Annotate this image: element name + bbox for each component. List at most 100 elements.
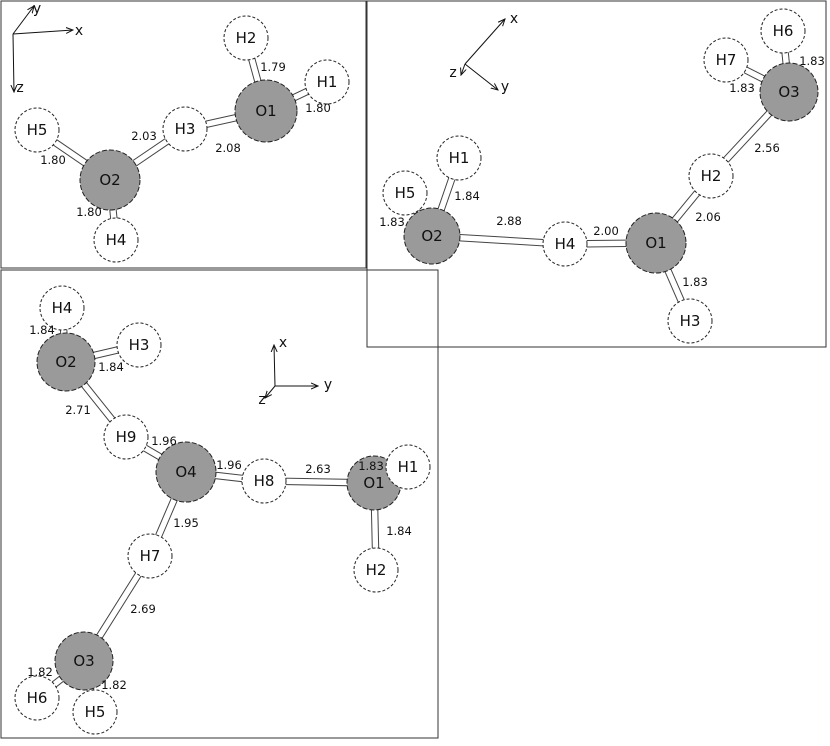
atom-label: H6 [27,689,48,707]
distance-label-o3-h6: 1.82 [27,665,53,679]
atom-label: H2 [701,167,722,185]
oxygen-sphere [403,207,461,265]
atom-label: H7 [140,547,161,565]
hydrogen-sphere [241,458,287,504]
panel-bottom-left-frame [0,269,439,739]
panel-right-frame [366,0,827,348]
hydrogen-sphere [14,675,60,721]
distance-label-o1-h2: 2.06 [695,210,721,224]
bond-o2-h4 [446,233,554,247]
hydrogen-sphere [542,221,588,267]
atom-label: H1 [398,458,419,476]
atom-o3: O3 [759,62,819,122]
bond-o2-h4-shape [446,233,554,247]
hydrogen-sphere [385,444,431,490]
atom-label: H3 [175,120,196,138]
axis-x-arrow [464,19,505,65]
atom-label: O1 [255,102,276,120]
atom-h5: H5 [14,107,60,153]
distance-label-o1-h3: 1.83 [682,275,708,289]
panel-top-left-axes: yxz [13,1,83,96]
atom-label: H4 [106,231,127,249]
axis-x-label: x [510,11,518,27]
atom-h7: H7 [127,533,173,579]
hydrogen-sphere [436,135,482,181]
hydrogen-sphere [93,217,139,263]
axis-x-arrow [12,30,73,35]
atom-label: O3 [73,652,94,670]
hydrogen-sphere [127,533,173,579]
distance-label-o4-h9: 1.96 [151,434,177,448]
atom-label: O1 [645,234,666,252]
hydrogen-sphere [72,689,118,735]
axis-y-arrow [12,6,34,35]
distance-label-o3-h5: 1.82 [101,678,127,692]
distance-label-o2-h5: 1.83 [379,215,405,229]
oxygen-sphere [155,441,217,503]
hydrogen-sphere [162,106,208,152]
atom-label: O2 [55,353,76,371]
atom-label: O2 [99,171,120,189]
atom-h3: H3 [667,298,713,344]
axis-z-label: z [258,392,265,408]
axis-y-label: y [33,1,41,17]
atom-label: H4 [52,299,73,317]
atom-h6: H6 [14,675,60,721]
atom-o3: O3 [54,631,114,691]
atom-label: H6 [773,22,794,40]
panel-top-left: yxzO1O2H1H2H3H4H51.791.802.082.031.801.8… [0,0,367,269]
atom-h6: H6 [760,8,806,54]
oxygen-sphere [625,212,687,274]
distance-label-o1-h2: 1.84 [386,524,412,538]
atom-h5: H5 [382,170,428,216]
axis-y-arrow [464,63,498,90]
axis-z-arrow [461,63,465,75]
axis-z-arrow [265,385,276,398]
atom-label: O2 [421,227,442,245]
atom-label: H2 [366,561,387,579]
atom-label: H1 [449,149,470,167]
atom-h4: H4 [93,217,139,263]
distance-label-o2-h5: 1.80 [40,153,66,167]
distance-label-o3-h7: 2.69 [130,602,156,616]
atom-o4: O4 [155,441,217,503]
atom-h4: H4 [39,285,85,331]
atom-h2: H2 [688,153,734,199]
hydrogen-sphere [353,547,399,593]
hydrogen-sphere [667,298,713,344]
distance-label-o1-h3: 2.08 [215,141,241,155]
axis-x-arrow [274,345,275,387]
panel-bottom-left-axes: xzy [258,335,332,408]
hydrogen-sphere [39,285,85,331]
atom-label: H4 [555,235,576,253]
panel-top-left-distance-labels: 1.791.802.082.031.801.80 [40,60,331,219]
distance-label-o3-h2: 2.56 [754,141,780,155]
atom-label: O1 [363,474,384,492]
atom-label: H3 [129,336,150,354]
atom-label: H1 [317,73,338,91]
atom-label: O4 [175,463,196,481]
distance-label-o2-h4: 1.80 [76,205,102,219]
distance-label-o3-h6: 1.83 [799,54,825,68]
distance-label-o2-h4: 1.84 [29,323,55,337]
oxygen-sphere [36,332,96,392]
atom-label: H2 [236,29,257,47]
axis-y-label: y [324,377,332,393]
atom-o2: O2 [403,207,461,265]
oxygen-sphere [79,149,141,211]
panel-top-left-frame [0,0,367,269]
atom-h7: H7 [703,37,749,83]
distance-label-o3-h7: 1.83 [729,81,755,95]
distance-label-o1-h4: 2.00 [593,224,619,238]
hydrogen-sphere [304,59,350,105]
hydrogen-sphere [116,322,162,368]
atom-label: H3 [680,312,701,330]
distance-label-o1-h1: 1.83 [358,459,384,473]
hydrogen-sphere [382,170,428,216]
hydrogen-sphere [14,107,60,153]
distance-label-o4-h8: 1.96 [216,458,242,472]
